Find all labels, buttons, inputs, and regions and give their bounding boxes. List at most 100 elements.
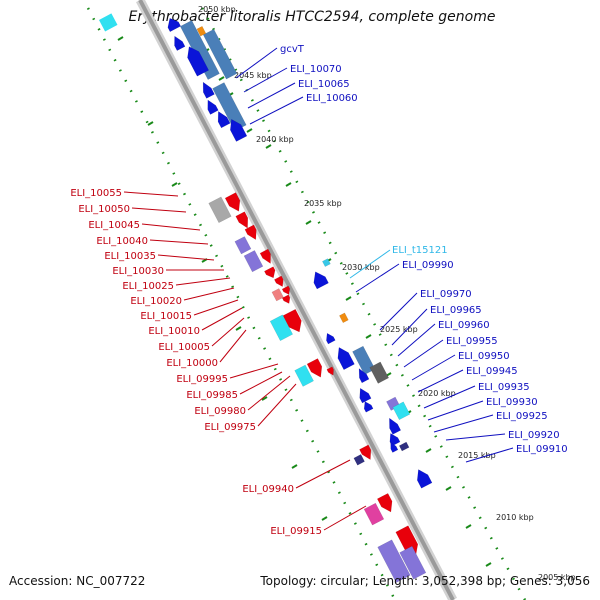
label-leader-line [427,400,484,421]
gene-minus-strand-shape [187,46,210,77]
gene-plus-strand-shape [306,358,323,378]
label-leader-line [433,414,494,433]
gene-label-minus-strand: ELI_09955 [446,336,498,347]
gene-plus-strand-shape [243,250,264,273]
gene-minus-strand [167,17,182,33]
scale-tick-label: 2040 kbp [256,135,294,144]
label-leader-line [397,323,436,357]
gene-minus-strand [358,368,370,384]
gene-minus-strand-shape [390,441,399,453]
gene-minus-strand-shape [196,25,207,37]
label-leader-line [257,383,297,427]
scale-tick-mark [235,326,242,331]
gene-plus-strand [281,285,291,295]
gene-minus-strand-shape [202,28,238,80]
gene-plus-strand-shape [274,275,284,288]
gene-plus-strand-shape [399,545,427,580]
gene-label-plus-strand: ELI_10015 [140,311,192,322]
gene-minus-strand-shape [174,35,186,51]
genome-summary-label: Topology: circular; Length: 3,052,398 bp… [260,574,590,588]
scale-tick-mark [261,396,268,401]
gene-plus-strand [208,196,232,224]
gene-plus-strand [281,294,291,304]
scale-dotted-line-right [200,7,527,600]
gene-minus-strand-shape [337,347,355,371]
scale-tick-mark [321,516,328,521]
scale-tick-mark [265,144,272,149]
gene-plus-strand-shape [208,196,232,224]
gene-label-plus-strand: ELI_10020 [130,296,182,307]
gene-plus-strand [294,364,314,387]
genome-title: Erythrobacter litoralis HTCC2594, comple… [128,9,496,25]
gene-minus-strand [339,312,349,324]
gene-minus-strand [416,469,433,489]
gene-plus-strand-shape [271,288,284,302]
scale-tick-label: 2005 kbp [538,573,576,582]
gene-plus-strand [271,288,284,302]
gene-plus-strand [243,250,264,273]
scale-tick-label: 2045 kbp [234,71,272,80]
label-leader-line [131,207,187,213]
gene-minus-strand-shape [363,401,374,413]
label-leader-line [465,447,514,463]
label-leader-line [175,277,231,286]
label-leader-line [295,459,351,489]
gene-plus-strand-shape [376,492,393,513]
gene-minus-strand [369,361,390,384]
genome-backbone [138,0,455,600]
gene-minus-strand-shape [398,441,410,452]
scale-tick-label: 2025 kbp [380,325,418,334]
gene-label-minus-strand: ELI_10070 [290,64,342,75]
gene-minus-strand [337,347,355,371]
gene-minus-strand [202,28,238,80]
gene-minus-strand-shape [212,82,247,132]
gene-label-plus-strand: ELI_09940 [242,484,294,495]
scale-tick-mark [291,464,298,469]
scale-tick-label: 2015 kbp [458,451,496,460]
gene-minus-strand [313,271,329,290]
gene-label-minus-strand: gcvT [280,44,305,55]
gene-minus-strand-shape [167,17,182,33]
gene-plus-strand-shape [244,224,257,241]
gene-plus-strand [235,211,249,229]
gene-plus-strand [264,266,276,279]
gene-label-plus-strand: ELI_10045 [88,220,140,231]
gene-plus-strand-shape [363,502,385,526]
gene-label-plus-strand: ELI_09915 [270,526,322,537]
label-leader-line [201,307,243,331]
scale-tick-mark [171,182,178,187]
gene-plus-strand-shape [281,285,291,295]
scale-tick-mark [445,486,452,491]
gene-plus-strand [234,236,252,255]
gene-label-minus-strand: ELI_09925 [496,411,548,422]
label-leader-line [423,385,476,409]
label-leader-line [211,317,245,347]
scale-tick-mark [117,36,124,41]
gene-label-minus-strand: ELI_09960 [438,320,490,331]
gene-plus-strand-shape [259,248,271,265]
label-leader-line [219,329,247,363]
gene-label-minus-strand: ELI_09935 [478,382,530,393]
gene-label-minus-strand: ELI_10060 [306,93,358,104]
gene-plus-strand-shape [282,308,302,333]
gene-label-minus-strand: ELI_09970 [420,289,472,300]
gene-plus-strand [282,308,302,333]
gene-plus-strand [363,502,385,526]
label-leader-line [243,67,288,93]
gene-minus-strand [217,110,231,129]
label-leader-line [355,263,400,293]
gene-label-plus-strand: ELI_09985 [186,390,238,401]
gene-minus-strand [212,82,247,132]
gene-plus-strand [353,454,365,466]
gene-minus-strand-shape [322,258,331,268]
gene-plus-strand-shape [326,366,334,376]
gene-label-minus-strand: ELI_09990 [402,260,454,271]
gene-minus-strand-shape [389,432,401,447]
label-leader-line [379,292,418,331]
gene-label-minus-strand: ELI_09965 [430,305,482,316]
gene-plus-strand-shape [264,266,276,279]
scale-tick-label: 2050 kbp [198,5,236,14]
label-leader-line [235,47,278,79]
gene-trna-top [99,13,118,32]
gene-label-plus-strand: ELI_10000 [166,358,218,369]
